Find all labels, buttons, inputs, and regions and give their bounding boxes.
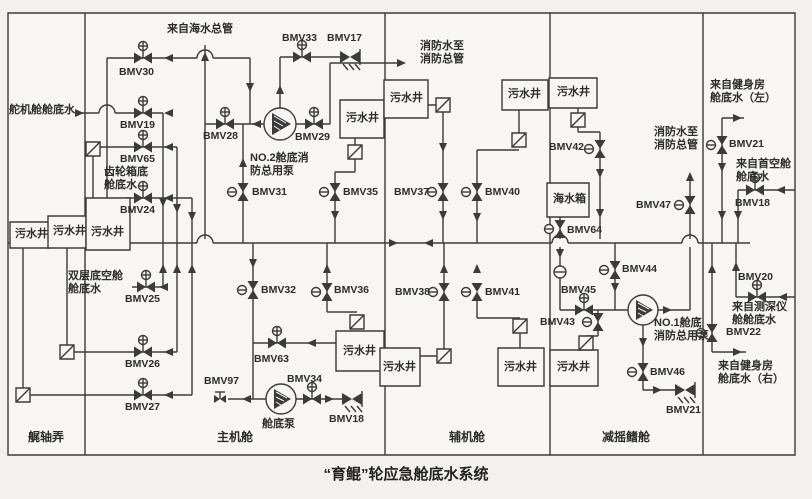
label-bmv36: BMV36 bbox=[334, 284, 370, 296]
label-well-7: 污水井 bbox=[383, 361, 416, 373]
label-sounding: 来自测深仪 舱舱底水 bbox=[732, 301, 787, 327]
compartment-aux-engine: 辅机舱 bbox=[449, 430, 486, 444]
label-well-11: 污水井 bbox=[557, 361, 590, 373]
compartment-stern-tube: 艉轴弄 bbox=[28, 430, 65, 444]
label-bmv44: BMV44 bbox=[622, 263, 658, 275]
label-pump-no2: NO.2舱底消 防总用泵 bbox=[250, 152, 309, 178]
label-double-bottom-bilge: 双层底空舱 舱底水 bbox=[68, 270, 123, 296]
label-bmv45: BMV45 bbox=[561, 284, 597, 296]
label-bmv20: BMV20 bbox=[738, 271, 774, 283]
compartment-main-engine: 主机舱 bbox=[217, 430, 254, 444]
label-pump-no1: NO.1舱底 消防总用泵 bbox=[654, 317, 709, 343]
label-fire-out-top: 消防水至 消防总管 bbox=[420, 40, 464, 66]
label-fire-out-right: 消防水至 消防总管 bbox=[654, 126, 698, 152]
label-well-5: 污水井 bbox=[390, 92, 423, 104]
label-bmv19: BMV19 bbox=[120, 119, 156, 131]
label-bmv29: BMV29 bbox=[295, 131, 331, 143]
label-bmv97: BMV97 bbox=[204, 375, 240, 387]
label-bmv25: BMV25 bbox=[125, 293, 161, 305]
label-well-8: 污水井 bbox=[508, 88, 541, 100]
label-well-3: 污水井 bbox=[91, 226, 124, 238]
label-bmv18-bottom: BMV18 bbox=[329, 413, 365, 425]
label-gearbox-bilge: 齿轮箱底 舱底水 bbox=[104, 166, 148, 192]
label-bmv18-right: BMV18 bbox=[735, 197, 771, 209]
label-gym-left: 来自健身房 舱底水（左） bbox=[710, 79, 776, 105]
label-gym-right: 来自健身房 舱底水（右） bbox=[718, 360, 784, 386]
label-bmv40: BMV40 bbox=[485, 186, 521, 198]
label-bmv21-bottom: BMV21 bbox=[666, 404, 702, 416]
label-well-1: 污水井 bbox=[15, 228, 48, 240]
label-bmv63: BMV63 bbox=[254, 353, 290, 365]
label-bmv65: BMV65 bbox=[120, 153, 156, 165]
label-rudder-bilge: 舵机舱舱底水 bbox=[9, 104, 75, 116]
diagram-title: “育鲲”轮应急舱底水系统 bbox=[323, 466, 489, 483]
label-well-9: 污水井 bbox=[504, 361, 537, 373]
label-bmv24: BMV24 bbox=[120, 204, 156, 216]
label-bmv34: BMV34 bbox=[287, 373, 323, 385]
label-bmv33: BMV33 bbox=[282, 32, 318, 44]
label-bmv27: BMV27 bbox=[125, 401, 161, 413]
label-bmv43: BMV43 bbox=[540, 316, 576, 328]
label-well-6: 污水井 bbox=[343, 345, 376, 357]
label-bmv28: BMV28 bbox=[203, 130, 239, 142]
label-sea-chest: 海水箱 bbox=[553, 193, 586, 205]
gauge-icon bbox=[553, 265, 567, 279]
label-well-10: 污水井 bbox=[557, 86, 590, 98]
label-bmv32: BMV32 bbox=[261, 284, 297, 296]
label-bmv41: BMV41 bbox=[485, 286, 521, 298]
label-bmv31: BMV31 bbox=[252, 186, 288, 198]
well-boxes bbox=[10, 78, 598, 386]
label-bmv38: BMV38 bbox=[395, 286, 431, 298]
pump-no2-icon bbox=[263, 107, 297, 141]
label-bmv46: BMV46 bbox=[650, 366, 686, 378]
label-bmv35: BMV35 bbox=[343, 186, 379, 198]
label-fore-void: 来自首空舱 舱底水 bbox=[736, 158, 791, 184]
sea-chest-box bbox=[547, 183, 589, 217]
label-bmv22: BMV22 bbox=[726, 326, 762, 338]
label-bmv21-right: BMV21 bbox=[729, 138, 765, 150]
label-bmv26: BMV26 bbox=[125, 358, 161, 370]
label-bmv30: BMV30 bbox=[119, 66, 155, 78]
label-well-2: 污水井 bbox=[53, 225, 86, 237]
label-bmv64: BMV64 bbox=[567, 224, 603, 236]
valve-icons bbox=[133, 39, 767, 413]
valve-bmv97-icon bbox=[214, 392, 226, 403]
label-bmv47: BMV47 bbox=[636, 199, 672, 211]
label-bmv17: BMV17 bbox=[327, 32, 363, 44]
label-sea-main: 来自海水总管 bbox=[167, 23, 233, 35]
label-bmv42: BMV42 bbox=[549, 141, 585, 153]
label-bilge-pump: 舱底泵 bbox=[262, 418, 295, 430]
label-well-4: 污水井 bbox=[346, 112, 379, 124]
compartment-fin-stabilizer: 减摇鳍舱 bbox=[602, 430, 651, 444]
pipe-crossing-bumps bbox=[99, 50, 698, 243]
label-bmv37: BMV37 bbox=[394, 186, 430, 198]
bilge-pump-icon bbox=[265, 383, 297, 415]
